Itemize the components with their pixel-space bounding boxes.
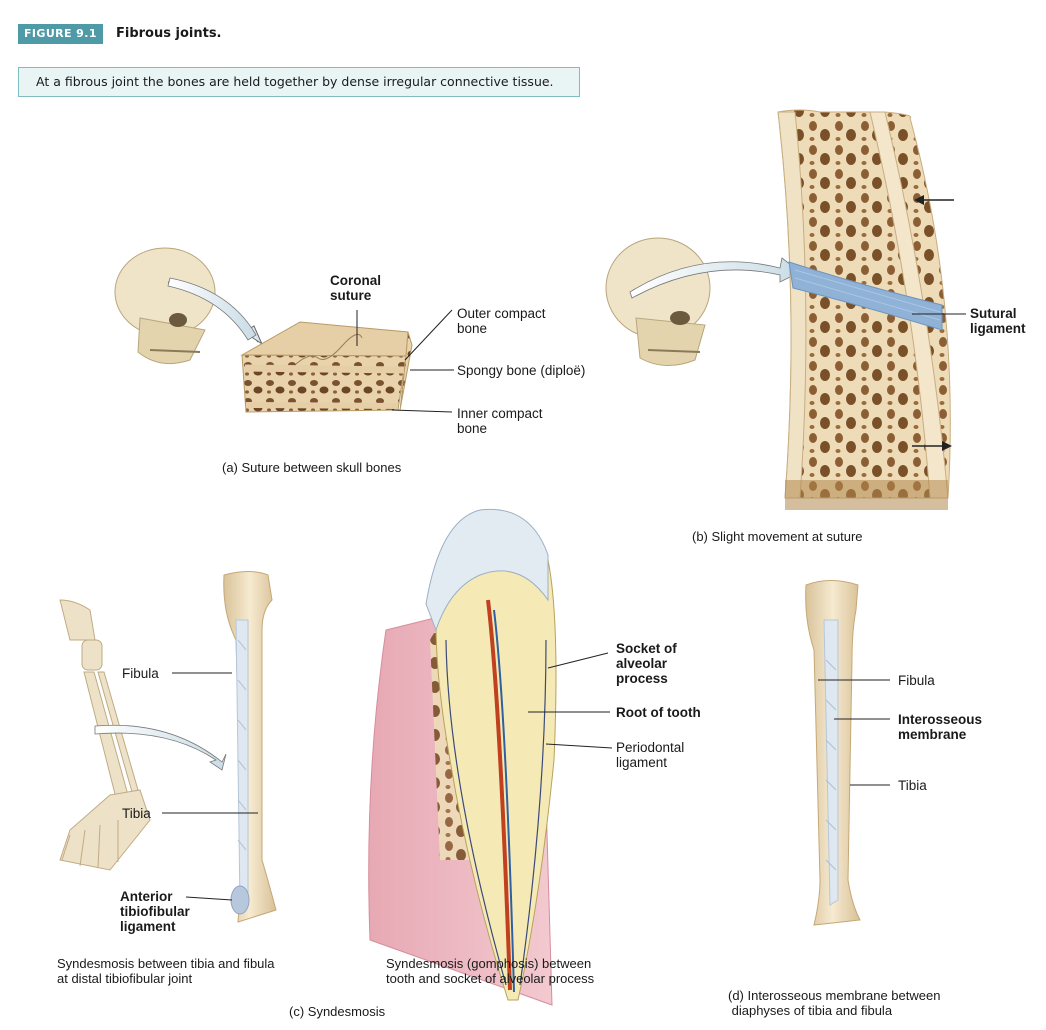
caption-a: (a) Suture between skull bones (222, 460, 402, 475)
label-fibula-c: Fibula (122, 666, 159, 681)
summary-box: At a fibrous joint the bones are held to… (18, 67, 580, 97)
tooth-illustration (368, 508, 557, 1006)
label-sutural-ligament: Sutural ligament (970, 306, 1026, 336)
skull-icon-a (114, 247, 216, 365)
label-spongy-bone: Spongy bone (diploë) (457, 363, 586, 378)
label-root-of-tooth: Root of tooth (616, 705, 701, 720)
leg-skeleton-icon (59, 599, 151, 871)
label-fibula-d: Fibula (898, 673, 935, 688)
caption-b: (b) Slight movement at suture (692, 529, 863, 544)
caption-c: (c) Syndesmosis (289, 1004, 386, 1019)
label-tibia-d: Tibia (898, 778, 927, 793)
figure-badge: FIGURE 9.1 (18, 24, 103, 44)
label-periodontal-ligament: Periodontal ligament (616, 740, 685, 770)
caption-d: (d) Interosseous membrane between diaphy… (728, 988, 941, 1018)
label-anterior-tibiofibular-ligament: Anterior tibiofibular ligament (120, 889, 190, 934)
label-interosseous-membrane: Interosseous membrane (898, 712, 983, 742)
label-coronal-suture: Coronal suture (330, 273, 382, 303)
skull-icon-b (605, 237, 711, 366)
arrow-left-icon (914, 195, 954, 205)
label-outer-compact-bone: Outer compact bone (457, 306, 546, 336)
tibia-fibula-right (805, 580, 861, 926)
figure-title: Fibrous joints. (116, 26, 222, 41)
label-tibia-c: Tibia (122, 806, 151, 821)
tibia-fibula-left (223, 571, 277, 923)
caption-c-mid: Syndesmosis (gomphosis) between tooth an… (386, 956, 595, 986)
bone-block (240, 321, 413, 413)
caption-c-left: Syndesmosis between tibia and fibula at … (57, 956, 275, 986)
label-socket-alveolar-process: Socket of alveolar process (616, 641, 677, 686)
label-inner-compact-bone: Inner compact bone (457, 406, 543, 436)
arrow-right-icon (912, 441, 952, 451)
bone-slab (777, 109, 951, 510)
